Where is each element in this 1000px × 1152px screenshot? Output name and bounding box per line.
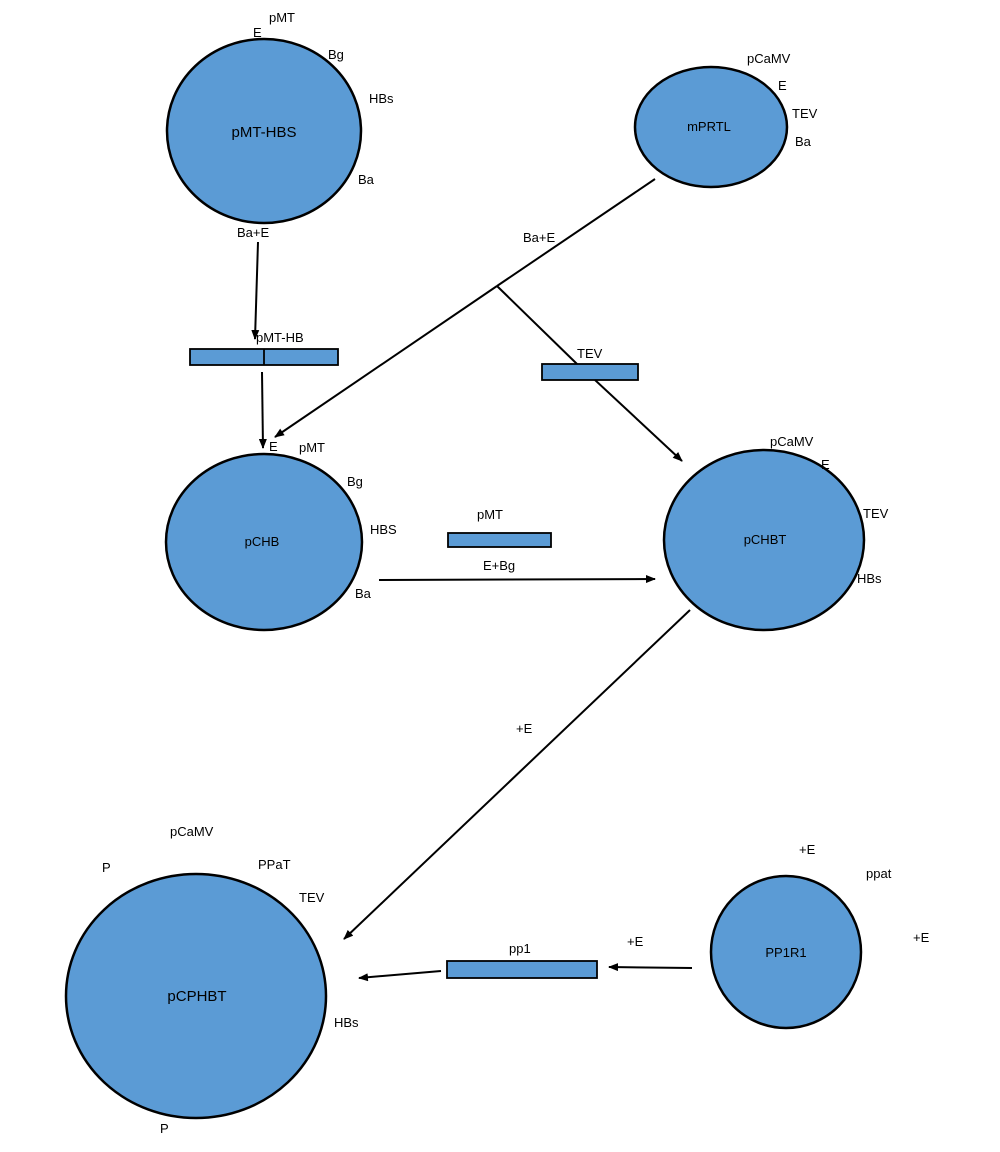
site-label-tev: TEV: [299, 890, 325, 905]
site-label-hbs: HBs: [334, 1015, 359, 1030]
site-label-e: E: [821, 457, 830, 472]
fragment-pmt: pMT E+Bg: [447, 507, 552, 573]
digest-label-mprtl: Ba+E: [523, 230, 555, 245]
arrow-tev-to-pchbt: [594, 379, 683, 462]
site-label-e: E: [778, 78, 787, 93]
site-label-e-top: +E: [799, 842, 816, 857]
fragment-pp1-label: pp1: [509, 941, 531, 956]
plasmid-mprtl-name: mPRTL: [687, 119, 731, 134]
site-label-hbs: HBS: [370, 522, 397, 537]
site-label-bg: Bg: [328, 47, 344, 62]
fragment-pmt-hb-label: pMT-HB: [256, 330, 304, 345]
fragment-tev: TEV: [541, 346, 639, 381]
plasmid-pmt-hbs-name: pMT-HBS: [231, 124, 296, 141]
fragment-pmt-label: pMT: [477, 507, 503, 522]
arrow-pp1r1-to-pp1: [608, 963, 693, 972]
line-split-to-tev-fragment: [496, 285, 578, 365]
plasmid-pmt-hbs: pMT-HBS pMT E Bg HBs Ba: [165, 10, 394, 225]
fragment-pmt-hb: pMT-HB: [189, 330, 339, 366]
plasmid-pcphbt: pCPHBT P pCaMV PPaT TEV HBs P: [64, 824, 359, 1136]
plasmid-pchbt-circle: [662, 448, 866, 632]
fragment-pmt-digest-label: E+Bg: [483, 558, 515, 573]
plasmid-pchbt-name: pCHBT: [744, 532, 787, 547]
arrow-split-to-pchb: [274, 285, 498, 438]
site-label-pcamv: pCaMV: [747, 51, 791, 66]
plasmid-pcphbt-name: pCPHBT: [167, 988, 226, 1005]
plasmid-pp1r1: PP1R1 +E ppat +E: [709, 842, 930, 1030]
site-label-hbs: HBs: [857, 571, 882, 586]
line-mprtl-to-split: [496, 178, 656, 287]
site-label-pcamv: pCaMV: [770, 434, 814, 449]
fragment-tev-bar: [541, 363, 639, 381]
plasmid-pp1r1-circle: [709, 874, 863, 1030]
arrow-pp1-to-pcphbt: [358, 970, 442, 982]
site-label-e: E: [269, 439, 278, 454]
plasmid-pp1r1-name: PP1R1: [765, 945, 806, 960]
digest-label-pchbt: +E: [516, 721, 533, 736]
site-label-tev: TEV: [863, 506, 889, 521]
site-label-ba: Ba: [355, 586, 372, 601]
fragment-pp1-bar: [446, 960, 598, 979]
arrow-pmt-hbs-to-fragment: [251, 241, 260, 340]
arrow-fragment-to-pchb: [258, 371, 267, 449]
site-label-pcamv: pCaMV: [170, 824, 214, 839]
site-label-bg: Bg: [347, 474, 363, 489]
plasmid-pchb-circle: [164, 452, 364, 632]
fragment-pmt-bar: [447, 532, 552, 548]
site-label-hbs: HBs: [369, 91, 394, 106]
digest-label-pp1r1: +E: [627, 934, 644, 949]
plasmid-mprtl-circle: [633, 65, 789, 189]
arrow-pchb-to-pchbt: [378, 575, 656, 584]
site-label-ba: Ba: [795, 134, 812, 149]
site-label-pmt: pMT: [269, 10, 295, 25]
site-label-pmt: pMT: [299, 440, 325, 455]
plasmid-pchb: pCHB E pMT Bg HBS Ba: [164, 439, 397, 632]
plasmid-pchbt: pCHBT pCaMV E TEV HBs: [662, 434, 889, 632]
plasmid-pcphbt-circle: [64, 872, 328, 1120]
fragment-pp1: pp1: [446, 941, 598, 979]
fragment-tev-label: TEV: [577, 346, 603, 361]
site-label-e-right: +E: [913, 930, 930, 945]
plasmid-mprtl: mPRTL pCaMV E TEV Ba: [633, 51, 818, 189]
digest-label-pmt-hbs: Ba+E: [237, 225, 269, 240]
site-label-p-bottom: P: [160, 1121, 169, 1136]
plasmid-pchb-name: pCHB: [245, 534, 280, 549]
site-label-p-top: P: [102, 860, 111, 875]
arrow-pchbt-to-pcphbt: [343, 609, 691, 940]
site-label-ppat: ppat: [866, 866, 892, 881]
plasmid-pmt-hbs-circle: [165, 37, 363, 225]
site-label-e: E: [253, 25, 262, 40]
site-label-ppat: PPaT: [258, 857, 291, 872]
site-label-ba: Ba: [358, 172, 375, 187]
site-label-tev: TEV: [792, 106, 818, 121]
